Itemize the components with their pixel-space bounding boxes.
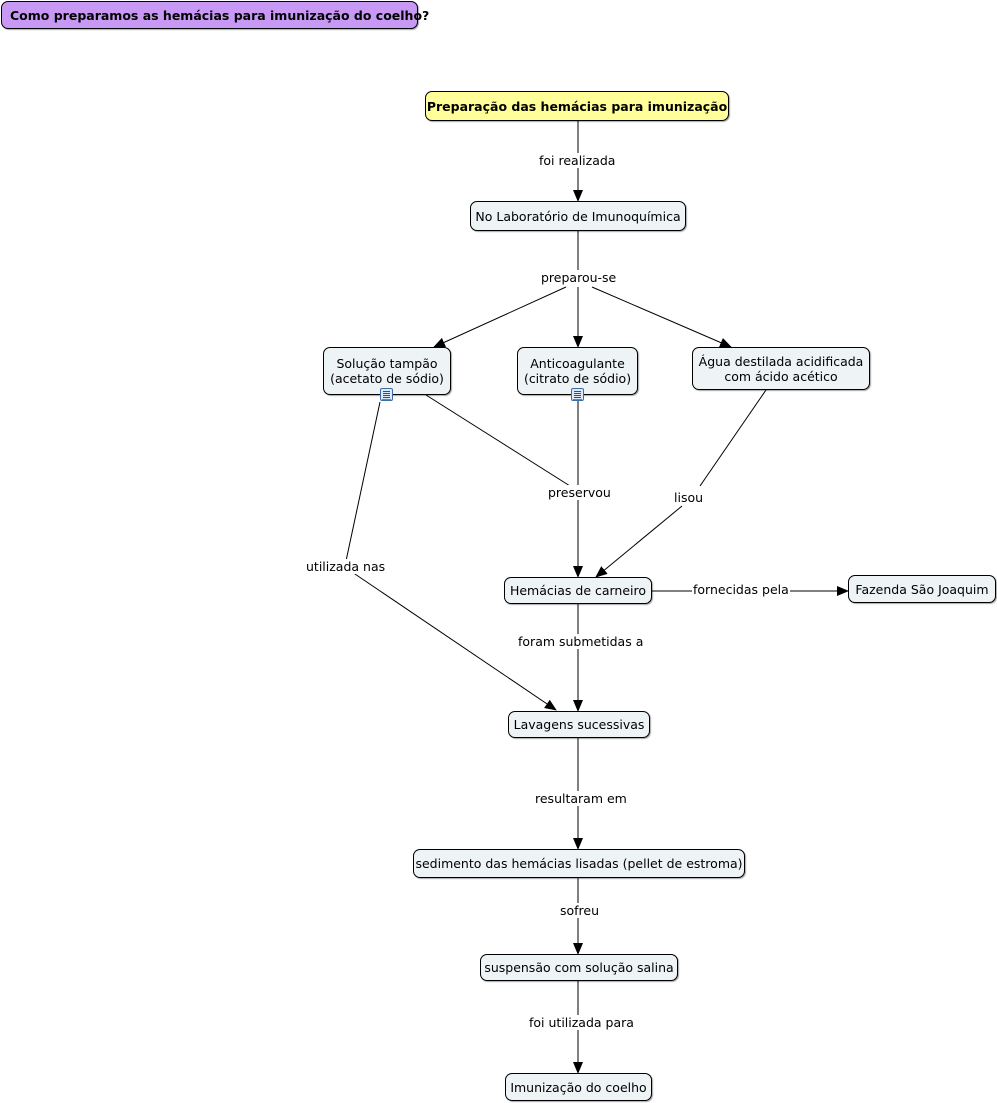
page-title: Como preparamos as hemácias para imuniza… (1, 1, 429, 29)
node-anticoagulante[interactable]: Anticoagulante (citrato de sódio) (517, 347, 638, 395)
link-label-foi-realizada: foi realizada (538, 153, 617, 168)
node-agua-destilada[interactable]: Água destilada acidificada com ácido acé… (692, 347, 870, 390)
link-label-fornecidas-pela: fornecidas pela (692, 582, 790, 597)
node-fazenda[interactable]: Fazenda São Joaquim (848, 575, 996, 603)
link-label-utilizada-nas: utilizada nas (305, 559, 387, 574)
node-root-preparacao[interactable]: Preparação das hemácias para imunização (425, 91, 729, 121)
node-laboratorio[interactable]: No Laboratório de Imunoquímica (470, 201, 686, 231)
edge-utilizada-washes (351, 571, 557, 711)
document-icon[interactable] (380, 388, 393, 401)
link-label-foram-submetidas-a: foram submetidas a (517, 634, 645, 649)
edge-prep-buffer (433, 286, 567, 348)
edge-buffer-utilizada (345, 401, 381, 562)
edge-prep-water (591, 286, 732, 348)
node-lavagens[interactable]: Lavagens sucessivas (508, 711, 650, 738)
node-sedimento[interactable]: sedimento das hemácias lisadas (pellet d… (413, 849, 745, 878)
edge-water-lisou (699, 389, 767, 487)
edge-buffer-preservou (425, 394, 571, 487)
link-label-preparou-se: preparou-se (540, 270, 618, 285)
link-label-lisou: lisou (673, 490, 705, 505)
node-hemacias-carneiro[interactable]: Hemácias de carneiro (504, 577, 652, 604)
node-imunizacao[interactable]: Imunização do coelho (505, 1073, 652, 1101)
node-suspensao[interactable]: suspensão com solução salina (480, 954, 678, 981)
document-icon[interactable] (571, 388, 584, 401)
node-solucao-tampao[interactable]: Solução tampão (acetato de sódio) (323, 347, 451, 395)
link-label-sofreu: sofreu (559, 903, 601, 918)
link-label-resultaram-em: resultaram em (534, 791, 628, 806)
link-label-foi-utilizada-para: foi utilizada para (528, 1015, 635, 1030)
link-label-preservou: preservou (547, 485, 612, 500)
edge-lisou-rbc (595, 505, 683, 578)
